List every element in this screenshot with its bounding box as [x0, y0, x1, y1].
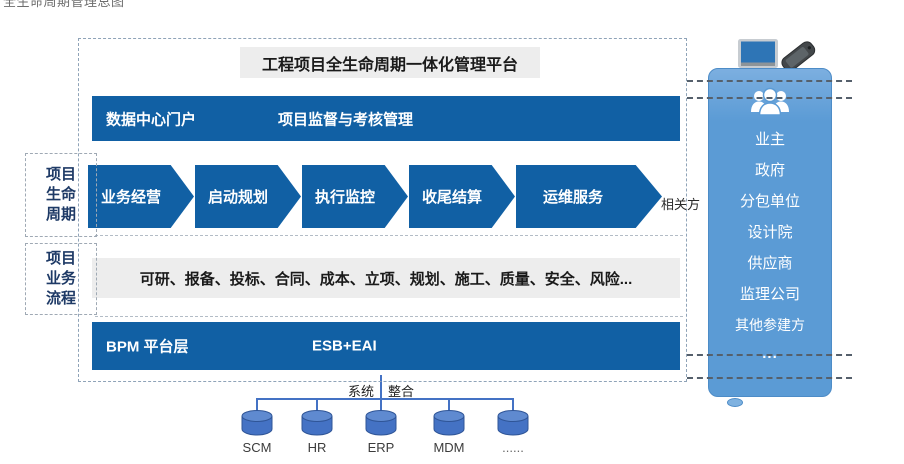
integration-bus-line [256, 398, 514, 400]
portal-bar: 数据中心门户 项目监督与考核管理 [92, 96, 680, 141]
bpm-platform-bar: BPM 平台层 ESB+EAI [92, 322, 680, 370]
database-icon-erp [364, 409, 398, 437]
integration-stub-others [512, 398, 514, 411]
side-label-project-lifecycle: 项目 生命 周期 [25, 153, 97, 237]
people-group-icon [709, 85, 831, 121]
platform-dashed-boundary [78, 38, 687, 382]
stakeholder-list: 业主 政府 分包单位 设计院 供应商 监理公司 其他参建方 ... [709, 123, 831, 366]
system-label-erp: ERP [367, 440, 395, 455]
lifecycle-stage-operation-service: 运维服务 [516, 165, 662, 228]
bpm-platform-label: BPM 平台层 [106, 338, 189, 356]
platform-title: 工程项目全生命周期一体化管理平台 [240, 47, 540, 78]
stakeholder-owner: 业主 [754, 131, 785, 148]
lifecycle-stage-execution-monitoring: 执行监控 [302, 165, 408, 228]
stakeholder-other-participants: 其他参建方 [735, 316, 805, 333]
divider-line-lower [95, 316, 683, 317]
divider-line-upper [95, 235, 683, 236]
panel-connector-dash-bottom-2 [687, 377, 852, 379]
client-devices [730, 36, 822, 85]
system-integration-label-left: 系统 [347, 384, 374, 399]
stakeholder-subcontractor: 分包单位 [739, 193, 800, 210]
stakeholder-ellipsis: ... [762, 344, 778, 362]
integration-trunk-line [380, 375, 382, 399]
database-icon-scm [240, 409, 274, 437]
lifecycle-stage-initiation-planning: 启动规划 [195, 165, 301, 228]
stakeholder-pointer-label: 相关方 [661, 197, 701, 212]
data-center-portal-label: 数据中心门户 [106, 111, 197, 128]
system-label-hr: HR [307, 440, 327, 455]
lifecycle-stage-business-operation: 业务经营 [88, 165, 194, 228]
clipped-page-caption: 全生命周期管理总图 [3, 0, 125, 8]
side-label-project-business-process: 项目 业务 流程 [25, 243, 97, 315]
stakeholder-supplier: 供应商 [747, 255, 793, 272]
panel-connector-dash-top-1 [687, 80, 852, 82]
stakeholder-government: 政府 [754, 162, 785, 179]
stakeholders-panel: 业主 政府 分包单位 设计院 供应商 监理公司 其他参建方 ... [708, 68, 832, 397]
integration-stub-scm [256, 398, 258, 411]
database-icon-others [496, 409, 530, 437]
database-icon-hr [300, 409, 334, 437]
esb-eai-label: ESB+EAI [312, 337, 377, 355]
panel-bottom-ellipse [727, 398, 743, 407]
integration-stub-hr [316, 398, 318, 411]
system-label-scm: SCM [242, 440, 272, 455]
database-icon-mdm [432, 409, 466, 437]
system-label-ellipsis: ...... [502, 440, 524, 455]
panel-connector-dash-bottom-1 [687, 354, 852, 356]
panel-connector-dash-top-2 [687, 97, 852, 99]
integration-stub-mdm [448, 398, 450, 411]
supervision-assessment-label: 项目监督与考核管理 [278, 111, 414, 128]
system-integration-label: 系统 整合 [338, 381, 424, 400]
system-integration-label-right: 整合 [388, 384, 415, 399]
smartphone-icon [781, 41, 816, 72]
business-process-band: 可研、报备、投标、合同、成本、立项、规划、施工、质量、安全、风险... [92, 258, 680, 298]
stakeholder-design-institute: 设计院 [747, 224, 793, 241]
system-label-mdm: MDM [433, 440, 465, 455]
lifecycle-stage-closeout-settlement: 收尾结算 [409, 165, 515, 228]
caption-text: 全生命周期管理总图 [3, 0, 125, 8]
integration-stub-erp [380, 398, 382, 411]
stakeholder-supervision-company: 监理公司 [739, 286, 800, 303]
